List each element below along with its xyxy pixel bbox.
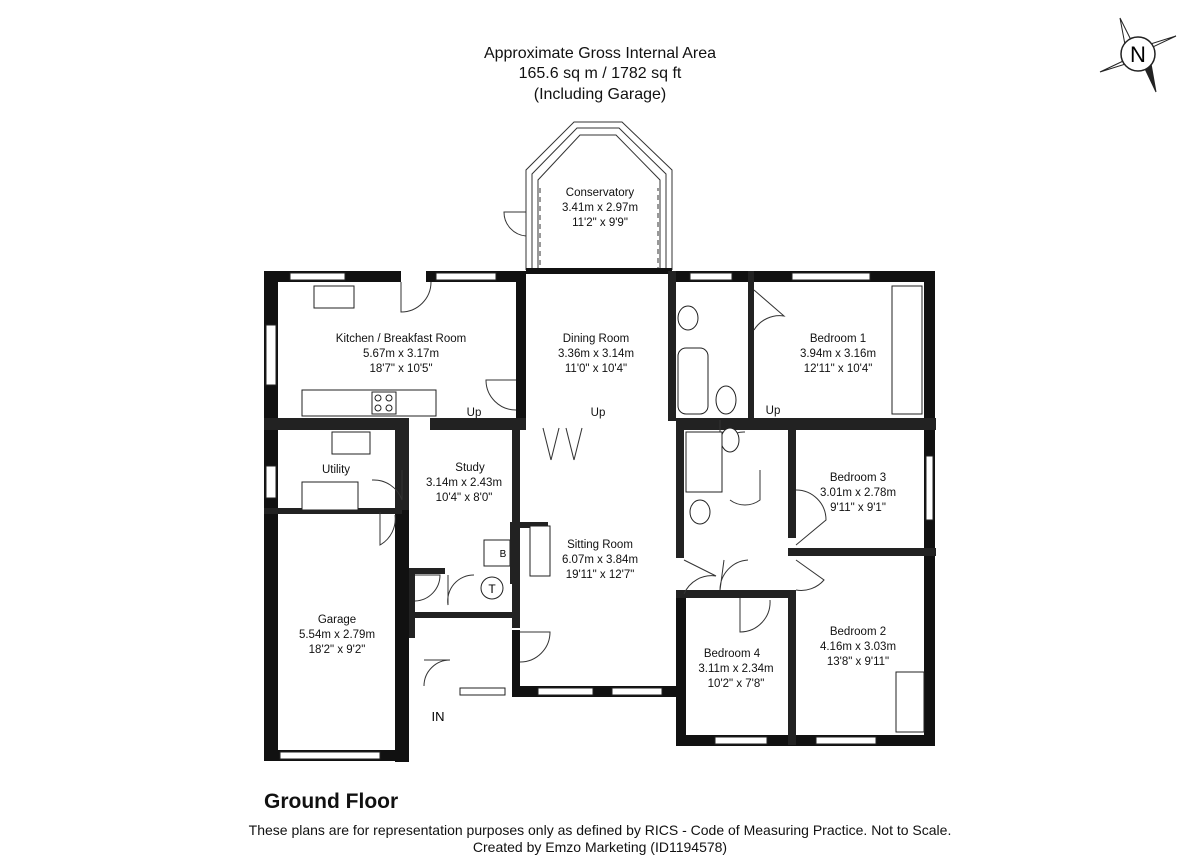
svg-text:Bedroom 4: Bedroom 4 — [704, 648, 761, 660]
svg-text:Garage: Garage — [318, 614, 356, 626]
svg-text:Bedroom 1: Bedroom 1 — [810, 333, 866, 345]
utility-sink-icon — [331, 431, 371, 455]
svg-text:3.14m x 2.43m: 3.14m x 2.43m — [426, 477, 502, 489]
basin-2-icon — [689, 499, 711, 525]
svg-text:18'2" x 9'2": 18'2" x 9'2" — [309, 644, 366, 656]
shower-icon — [685, 431, 723, 493]
tank-icon — [480, 576, 504, 600]
room-bedroom-4: Bedroom 4 3.11m x 2.34m 10'2" x 7'8" — [698, 648, 773, 690]
stairs-up-label-3: Up — [766, 405, 781, 417]
boiler-label: B — [500, 549, 507, 560]
room-bedroom-1: Bedroom 1 3.94m x 3.16m 12'11" x 10'4" — [800, 333, 876, 375]
interior-walls — [264, 271, 936, 745]
toilet-icon — [715, 385, 737, 415]
compass-icon: N — [1099, 17, 1177, 93]
boiler-icon — [483, 539, 511, 567]
svg-text:3.94m x 3.16m: 3.94m x 3.16m — [800, 348, 876, 360]
svg-text:5.54m x 2.79m: 5.54m x 2.79m — [299, 629, 375, 641]
toilet-2-icon — [720, 427, 740, 453]
svg-text:3.41m x 2.97m: 3.41m x 2.97m — [562, 202, 638, 214]
tank-label: T — [488, 582, 496, 596]
floor-title: Ground Floor — [264, 790, 399, 813]
room-kitchen: Kitchen / Breakfast Room 5.67m x 3.17m 1… — [336, 333, 466, 375]
disclaimer: These plans are for representation purpo… — [248, 822, 952, 838]
basin-icon — [677, 305, 699, 331]
svg-text:Dining Room: Dining Room — [563, 333, 629, 345]
svg-text:19'11" x 12'7": 19'11" x 12'7" — [566, 569, 635, 581]
room-garage: Garage 5.54m x 2.79m 18'2" x 9'2" — [299, 614, 375, 656]
svg-text:5.67m x 3.17m: 5.67m x 3.17m — [363, 348, 439, 360]
room-study: Study 3.14m x 2.43m 10'4" x 8'0" — [426, 462, 502, 504]
svg-text:13'8" x 9'11": 13'8" x 9'11" — [827, 656, 889, 668]
area-value: 165.6 sq m / 1782 sq ft — [518, 65, 682, 82]
svg-text:Kitchen / Breakfast Room: Kitchen / Breakfast Room — [336, 333, 466, 345]
room-dining: Dining Room 3.36m x 3.14m 11'0" x 10'4" — [558, 333, 634, 375]
wardrobe-1-icon — [891, 285, 923, 415]
kitchen-sink-icon — [313, 285, 355, 309]
area-title: Approximate Gross Internal Area — [483, 45, 717, 62]
svg-text:9'11" x 9'1": 9'11" x 9'1" — [830, 502, 886, 514]
compass-label: N — [1130, 42, 1146, 67]
conservatory-structure — [503, 121, 673, 271]
room-bedroom-2: Bedroom 2 4.16m x 3.03m 13'8" x 9'11" — [820, 626, 896, 668]
room-sitting: Sitting Room 6.07m x 3.84m 19'11" x 12'7… — [562, 539, 638, 581]
hob-icon — [371, 391, 397, 415]
svg-text:3.01m x 2.78m: 3.01m x 2.78m — [820, 487, 896, 499]
svg-text:3.36m x 3.14m: 3.36m x 3.14m — [558, 348, 634, 360]
svg-text:10'2" x 7'8": 10'2" x 7'8" — [708, 678, 765, 690]
fixtures — [301, 285, 925, 733]
fireplace-icon — [529, 525, 551, 577]
stairs-up-label-1: Up — [467, 407, 482, 419]
svg-text:Bedroom 2: Bedroom 2 — [830, 626, 886, 638]
svg-text:Study: Study — [455, 462, 485, 474]
svg-text:4.16m x 3.03m: 4.16m x 3.03m — [820, 641, 896, 653]
svg-text:11'2" x 9'9": 11'2" x 9'9" — [572, 217, 628, 229]
wardrobe-2-icon — [895, 671, 925, 733]
windows — [265, 272, 934, 760]
svg-text:11'0" x 10'4": 11'0" x 10'4" — [565, 363, 627, 375]
svg-text:18'7" x 10'5": 18'7" x 10'5" — [369, 363, 432, 375]
area-note: (Including Garage) — [533, 86, 667, 103]
svg-text:10'4" x 8'0": 10'4" x 8'0" — [436, 492, 493, 504]
bath-icon — [677, 347, 709, 415]
room-conservatory: Conservatory 3.41m x 2.97m 11'2" x 9'9" — [562, 187, 638, 229]
credit: Created by Emzo Marketing (ID1194578) — [472, 839, 728, 855]
doors — [371, 281, 827, 687]
room-bedroom-3: Bedroom 3 3.01m x 2.78m 9'11" x 9'1" — [820, 472, 896, 514]
svg-text:Conservatory: Conservatory — [566, 187, 635, 199]
svg-text:3.11m x 2.34m: 3.11m x 2.34m — [698, 663, 773, 675]
room-utility: Utility — [322, 464, 350, 476]
entrance-label: IN — [432, 709, 445, 724]
svg-text:Sitting Room: Sitting Room — [567, 539, 633, 551]
svg-text:6.07m x 3.84m: 6.07m x 3.84m — [562, 554, 638, 566]
svg-text:Bedroom 3: Bedroom 3 — [830, 472, 886, 484]
svg-text:12'11" x 10'4": 12'11" x 10'4" — [804, 363, 873, 375]
stairs-up-label-2: Up — [591, 407, 606, 419]
svg-text:Utility: Utility — [322, 464, 350, 476]
